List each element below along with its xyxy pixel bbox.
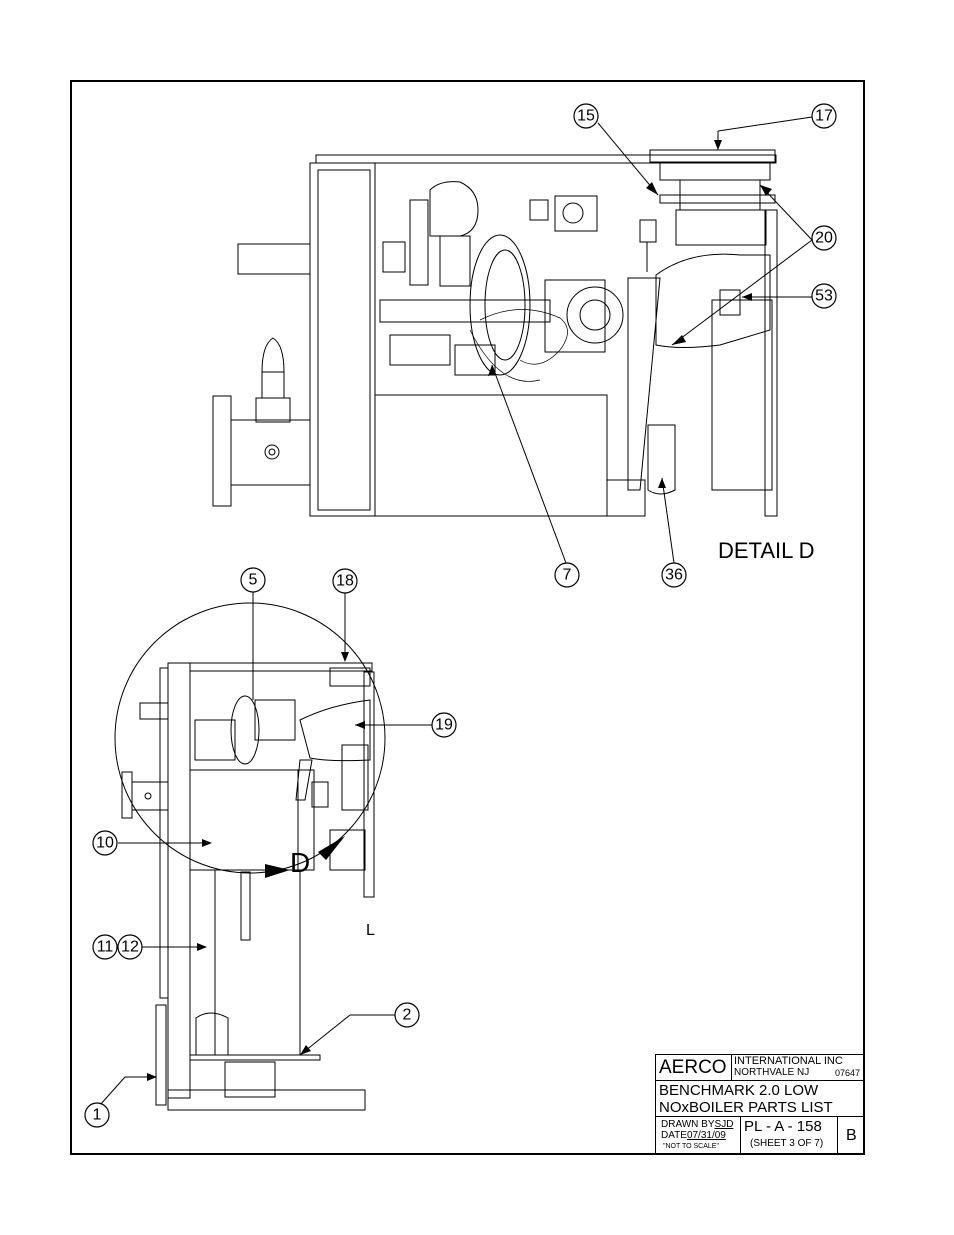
callout-11: 11 bbox=[92, 934, 118, 960]
callout-1: 1 bbox=[84, 1102, 110, 1128]
company-address: NORTHVALE NJ bbox=[734, 1067, 810, 1078]
svg-text:18: 18 bbox=[336, 573, 354, 590]
company-name: AERCO bbox=[659, 1057, 727, 1078]
svg-text:17: 17 bbox=[815, 108, 833, 125]
svg-text:10: 10 bbox=[96, 835, 114, 852]
date-value: 07/31/09 bbox=[686, 1130, 726, 1141]
callout-20: 20 bbox=[811, 225, 837, 251]
divider bbox=[731, 1055, 732, 1081]
callout-15: 15 bbox=[573, 103, 599, 129]
callout-19: 19 bbox=[431, 712, 457, 738]
svg-text:20: 20 bbox=[815, 230, 833, 247]
drawing-title-line2: NOxBOILER PARTS LIST bbox=[659, 1099, 833, 1116]
divider bbox=[740, 1117, 741, 1155]
callout-18: 18 bbox=[332, 568, 358, 594]
full-boiler-view bbox=[99, 592, 432, 1111]
revision: B bbox=[846, 1127, 857, 1144]
sheet-border bbox=[70, 80, 865, 1155]
svg-text:2: 2 bbox=[403, 1007, 412, 1024]
small-mark: L bbox=[366, 922, 375, 939]
title-block-title-row: BENCHMARK 2.0 LOW NOxBOILER PARTS LIST bbox=[656, 1081, 863, 1117]
svg-text:15: 15 bbox=[577, 108, 595, 125]
callout-12: 12 bbox=[117, 934, 143, 960]
callout-36: 36 bbox=[661, 562, 687, 588]
svg-text:11: 11 bbox=[97, 939, 114, 956]
detail-d-label: DETAIL D bbox=[718, 538, 815, 563]
callout-7: 7 bbox=[554, 562, 580, 588]
date-label: DATE bbox=[661, 1130, 687, 1141]
svg-text:19: 19 bbox=[435, 717, 453, 734]
drawn-by-value: SJD bbox=[714, 1119, 734, 1130]
drawn-by-label: DRAWN BY bbox=[661, 1119, 715, 1130]
date: DATE07/31/09 bbox=[661, 1130, 726, 1141]
callout-5: 5 bbox=[240, 567, 266, 593]
divider bbox=[837, 1117, 838, 1155]
title-block-info-row: DRAWN BYSJD DATE07/31/09 "NOT TO SCALE" … bbox=[656, 1117, 863, 1155]
svg-text:5: 5 bbox=[249, 572, 258, 589]
svg-text:12: 12 bbox=[121, 939, 139, 956]
svg-text:36: 36 bbox=[665, 567, 683, 584]
drawn-by: DRAWN BYSJD bbox=[661, 1119, 733, 1130]
callout-10: 10 bbox=[92, 830, 118, 856]
callout-17: 17 bbox=[811, 103, 837, 129]
scale-note: "NOT TO SCALE" bbox=[663, 1143, 719, 1150]
company-zip: 07647 bbox=[834, 1068, 860, 1078]
detail-d-marker: D bbox=[290, 847, 310, 878]
detail-d-view bbox=[212, 116, 813, 564]
callout-53: 53 bbox=[811, 283, 837, 309]
drawing-number: PL - A - 158 bbox=[744, 1118, 822, 1135]
sheet-number: (SHEET 3 OF 7) bbox=[750, 1138, 824, 1149]
title-rest: BOILER PARTS LIST bbox=[689, 1099, 833, 1116]
company-full-name: INTERNATIONAL INC bbox=[734, 1055, 843, 1067]
callout-2: 2 bbox=[394, 1002, 420, 1028]
title-block: AERCO INTERNATIONAL INC NORTHVALE NJ 076… bbox=[655, 1054, 864, 1155]
title-nox: NOx bbox=[659, 1099, 689, 1116]
title-block-company-row: AERCO INTERNATIONAL INC NORTHVALE NJ 076… bbox=[656, 1055, 863, 1081]
drawing-title-line1: BENCHMARK 2.0 LOW bbox=[659, 1082, 819, 1099]
svg-text:53: 53 bbox=[815, 288, 833, 305]
svg-text:7: 7 bbox=[563, 567, 572, 584]
svg-text:1: 1 bbox=[93, 1107, 102, 1124]
